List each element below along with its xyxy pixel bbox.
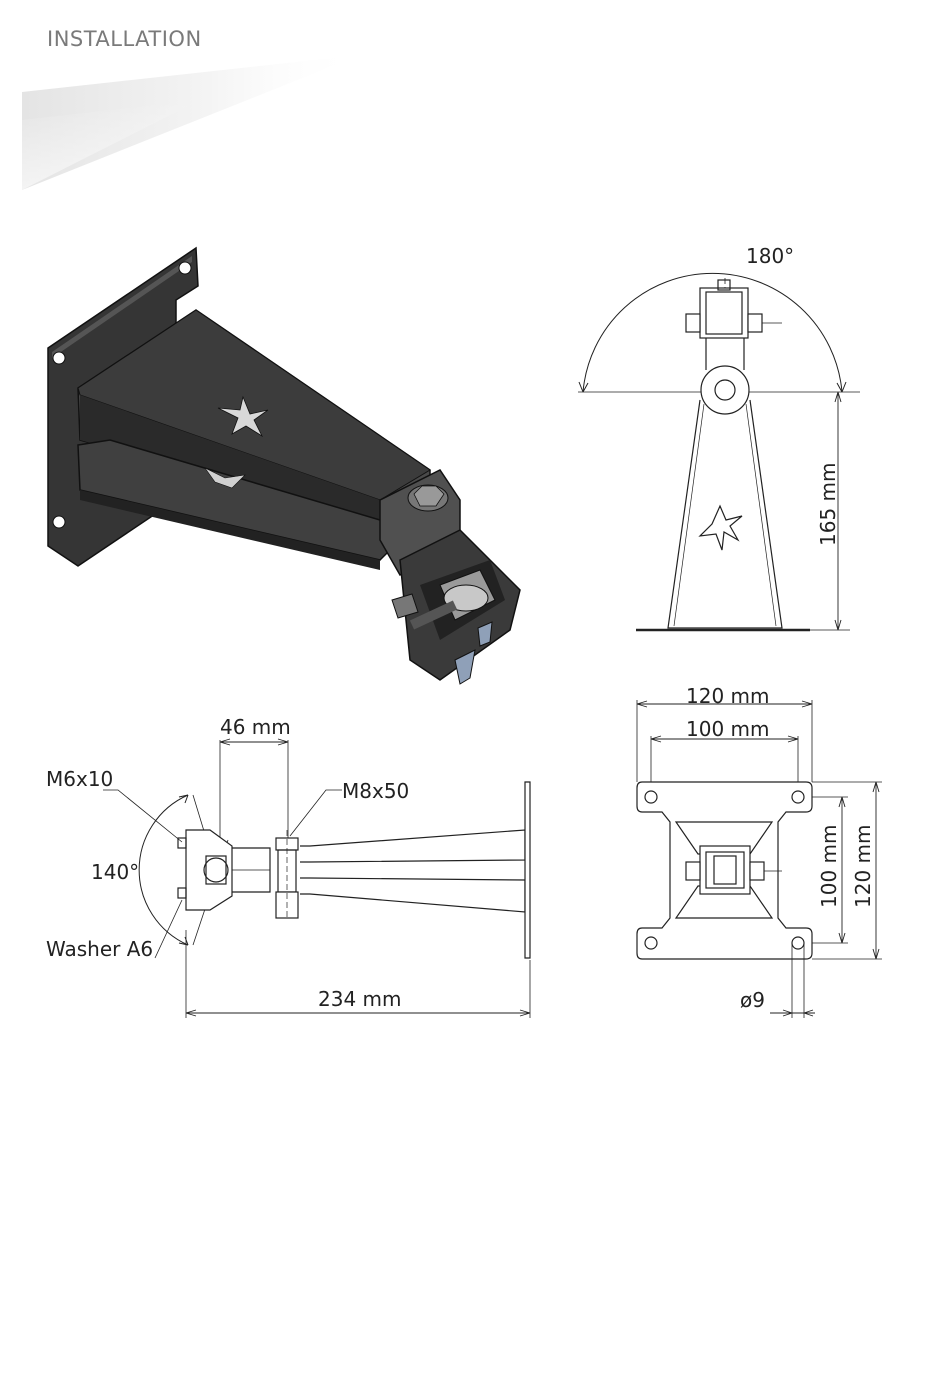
- front-angle-label: 180°: [746, 244, 794, 268]
- side-view: [103, 739, 530, 1018]
- plate-outer-width-label: 120 mm: [686, 684, 770, 708]
- plate-inner-width-label: 100 mm: [686, 717, 770, 741]
- hole-diameter-label: ø9: [740, 988, 765, 1012]
- washer-label: Washer A6: [46, 937, 153, 961]
- front-height-label: 165 mm: [816, 463, 840, 547]
- bolt-m8-label: M8x50: [342, 779, 409, 803]
- bracket-3d-render: [48, 248, 520, 684]
- plate-view: [637, 700, 882, 1018]
- offset-46-label: 46 mm: [220, 715, 291, 739]
- length-234-label: 234 mm: [318, 987, 402, 1011]
- plate-inner-height-label: 100 mm: [817, 825, 841, 909]
- front-view: [578, 273, 860, 630]
- plate-outer-height-label: 120 mm: [851, 825, 875, 909]
- bolt-m6-label: M6x10: [46, 767, 113, 791]
- angle-140-label: 140°: [91, 860, 139, 884]
